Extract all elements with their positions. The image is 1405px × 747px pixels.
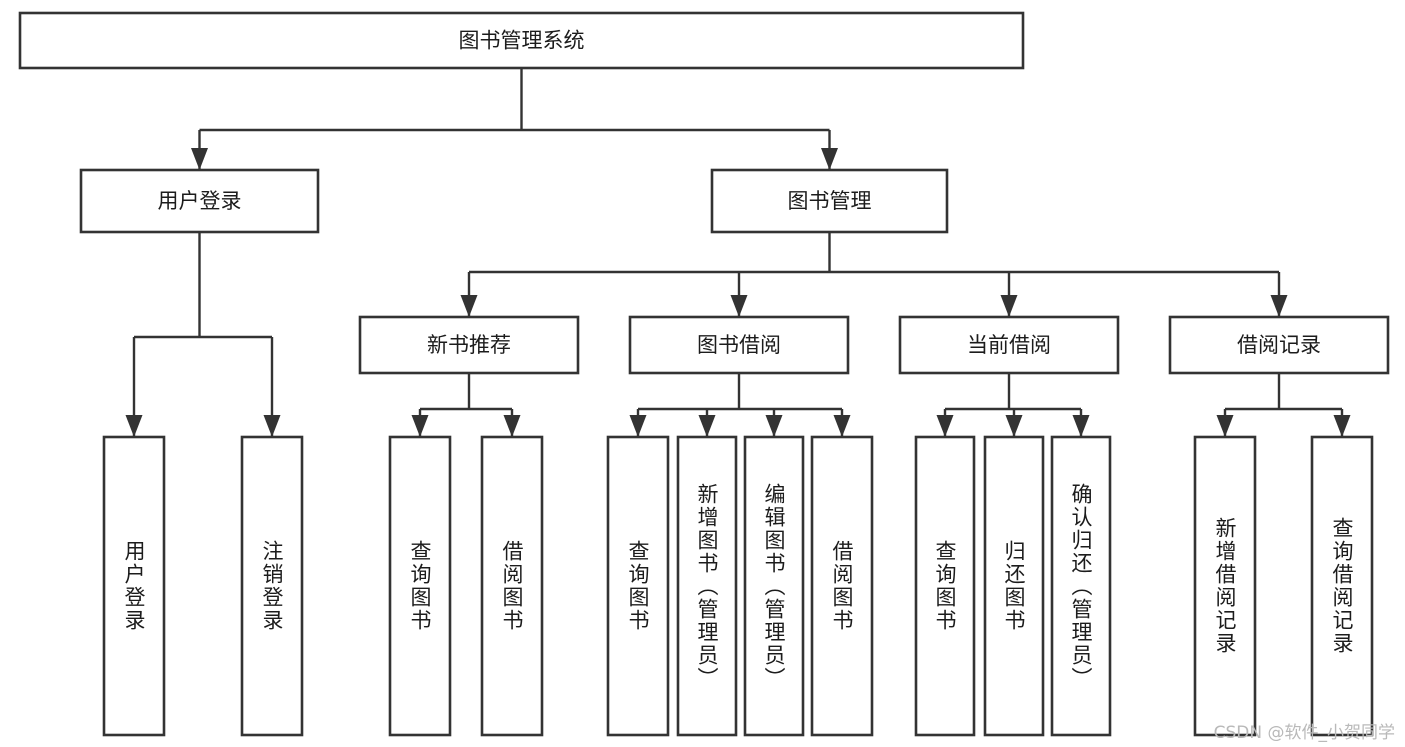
arrow-head-icon (411, 415, 429, 437)
node-label-root: 图书管理系统 (459, 29, 585, 53)
node-leaf-add-record[interactable] (1193, 435, 1257, 737)
arrow-head-icon (936, 415, 954, 437)
node-label-new-book-rec: 新书推荐 (427, 333, 511, 357)
arrow-head-icon (730, 295, 748, 317)
node-leaf-query-book-2[interactable] (606, 435, 670, 737)
node-leaf-borrow-book-1[interactable] (480, 435, 544, 737)
node-label-user-login: 用户登录 (158, 189, 242, 213)
node-book-manage[interactable] (710, 168, 949, 234)
node-leaf-query-record[interactable] (1310, 435, 1374, 737)
arrow-head-icon (1333, 415, 1351, 437)
arrow-head-icon (125, 415, 143, 437)
arrow-head-icon (821, 148, 838, 170)
node-leaf-return-book[interactable] (983, 435, 1045, 737)
arrow-head-icon (833, 415, 851, 437)
node-current-borrow[interactable] (898, 315, 1120, 375)
node-leaf-borrow-book-2[interactable] (810, 435, 874, 737)
node-user-login[interactable] (79, 168, 320, 234)
watermark-text: CSDN @软件_小贺同学 (1213, 723, 1395, 743)
node-leaf-query-book-1[interactable] (388, 435, 452, 737)
node-leaf-logout[interactable] (240, 435, 304, 737)
arrow-head-icon (503, 415, 521, 437)
connectors-layer (125, 68, 1351, 437)
node-label-book-borrow: 图书借阅 (697, 333, 781, 357)
node-leaf-query-book-3[interactable] (914, 435, 976, 737)
node-book-borrow[interactable] (628, 315, 850, 375)
node-label-book-manage: 图书管理 (788, 189, 872, 213)
arrow-head-icon (1072, 415, 1090, 437)
arrow-head-icon (1216, 415, 1234, 437)
arrow-head-icon (765, 415, 783, 437)
node-label-borrow-record: 借阅记录 (1237, 333, 1321, 357)
arrow-head-icon (1005, 415, 1023, 437)
arrow-head-icon (698, 415, 716, 437)
node-leaf-user-login[interactable] (102, 435, 166, 737)
arrow-head-icon (629, 415, 647, 437)
node-leaf-confirm-return[interactable] (1050, 435, 1112, 737)
arrow-head-icon (460, 295, 478, 317)
arrow-head-icon (1000, 295, 1018, 317)
node-root[interactable] (18, 11, 1025, 70)
node-label-current-borrow: 当前借阅 (967, 333, 1051, 357)
node-borrow-record[interactable] (1168, 315, 1390, 375)
node-leaf-edit-book[interactable] (743, 435, 805, 737)
arrow-head-icon (263, 415, 281, 437)
node-new-book-rec[interactable] (358, 315, 580, 375)
arrow-head-icon (1270, 295, 1288, 317)
boxes-layer (18, 11, 1390, 737)
arrow-head-icon (191, 148, 208, 170)
node-leaf-add-book[interactable] (676, 435, 738, 737)
